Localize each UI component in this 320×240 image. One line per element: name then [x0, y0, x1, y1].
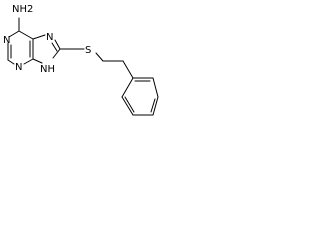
bond-c2-n3 — [7, 59, 15, 65]
purine-ring-bonds — [7, 17, 61, 65]
bond-c5-c6 — [18, 30, 34, 40]
n7-label: N — [46, 32, 53, 43]
n9-label: NH — [40, 64, 55, 75]
n3-label: N — [15, 62, 22, 73]
bond-n7-c8-double — [51, 42, 58, 52]
bond-n3-c4 — [23, 58, 34, 65]
phenyl-double-2 — [124, 96, 135, 113]
atom-labels: NH2 N N N NH S — [3, 4, 91, 75]
phenyl-bond-2 — [121, 96, 134, 116]
bond-c8-n9 — [52, 48, 61, 59]
chemical-structure-diagram: NH2 N N N NH S — [3, 4, 159, 116]
bond-ch2-phenyl — [122, 60, 134, 79]
sulfur-label: S — [85, 45, 91, 56]
bond-s-ch2 — [95, 52, 104, 62]
phenyl-double-3 — [150, 98, 156, 113]
bond-n9-c4 — [32, 58, 43, 64]
bond-c6-n1 — [8, 30, 20, 38]
bond-n7-c8 — [54, 39, 61, 50]
side-chain-bonds — [59, 48, 134, 79]
phenyl-bond-5 — [152, 77, 159, 98]
amine-label: NH2 — [12, 4, 33, 15]
phenyl-bond-1 — [121, 77, 134, 98]
phenyl-ring — [121, 77, 159, 116]
phenyl-bond-4 — [152, 96, 159, 116]
bond-c5-n7 — [32, 34, 46, 40]
n1-label: N — [3, 35, 10, 46]
